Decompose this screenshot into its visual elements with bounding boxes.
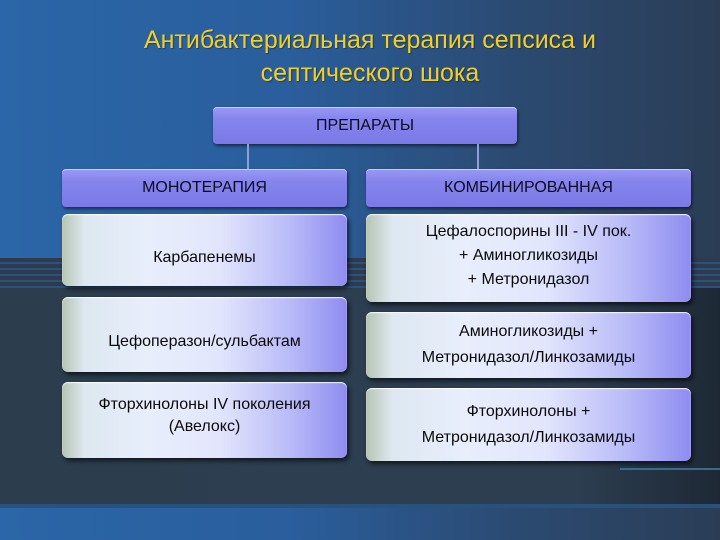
list-item-cefoperazone-sulbactam: Цефоперазон/сульбактам — [62, 297, 347, 372]
list-item-cephalosporins-combo: Цефалоспорины III - IV пок. + Аминоглико… — [366, 214, 691, 302]
background-accent-line — [620, 468, 720, 470]
background-bottom-line — [0, 504, 720, 508]
connector-left — [247, 144, 249, 169]
item-text-line: Метронидазол/Линкозамиды — [421, 428, 636, 446]
item-text-line: + Метронидазол — [467, 271, 590, 288]
column-header-combined: КОМБИНИРОВАННАЯ — [366, 169, 691, 207]
column-header-label: КОМБИНИРОВАННАЯ — [444, 179, 613, 196]
item-text-line: + Аминогликозиды — [459, 247, 598, 264]
item-text-line: (Авелокс) — [168, 418, 241, 435]
item-text-line: Цефалоспорины III - IV пок. — [425, 223, 632, 240]
root-node-label: ПРЕПАРАТЫ — [316, 116, 414, 134]
item-text-line: Аминогликозиды + — [459, 323, 598, 340]
background-bottom — [0, 508, 720, 540]
list-item-aminoglycosides-combo: Аминогликозиды + Метронидазол/Линкозамид… — [366, 312, 691, 378]
column-header-monotherapy: МОНОТЕРАПИЯ — [62, 169, 347, 207]
connector-right — [477, 144, 479, 169]
slide-title: Антибактериальная терапия сепсиса и септ… — [80, 24, 660, 90]
slide-title-line-1: Антибактериальная терапия сепсиса и — [143, 26, 596, 54]
list-item-fluoroquinolones-iv: Фторхинолоны IV поколения (Авелокс) — [62, 382, 347, 458]
item-text-line: Фторхинолоны IV поколения — [98, 396, 311, 413]
list-item-carbapenems: Карбапенемы — [62, 214, 347, 286]
list-item-fluoroquinolones-combo: Фторхинолоны + Метронидазол/Линкозамиды — [366, 388, 691, 461]
root-node-drugs: ПРЕПАРАТЫ — [213, 107, 517, 144]
item-text-line: Карбапенемы — [153, 249, 256, 266]
item-text-line: Цефоперазон/сульбактам — [108, 332, 301, 350]
item-text-line: Метронидазол/Линкозамиды — [421, 349, 636, 366]
column-header-label: МОНОТЕРАПИЯ — [142, 179, 267, 196]
item-text-line: Фторхинолоны + — [466, 402, 591, 420]
slide-title-line-2: септического шока — [260, 59, 480, 87]
